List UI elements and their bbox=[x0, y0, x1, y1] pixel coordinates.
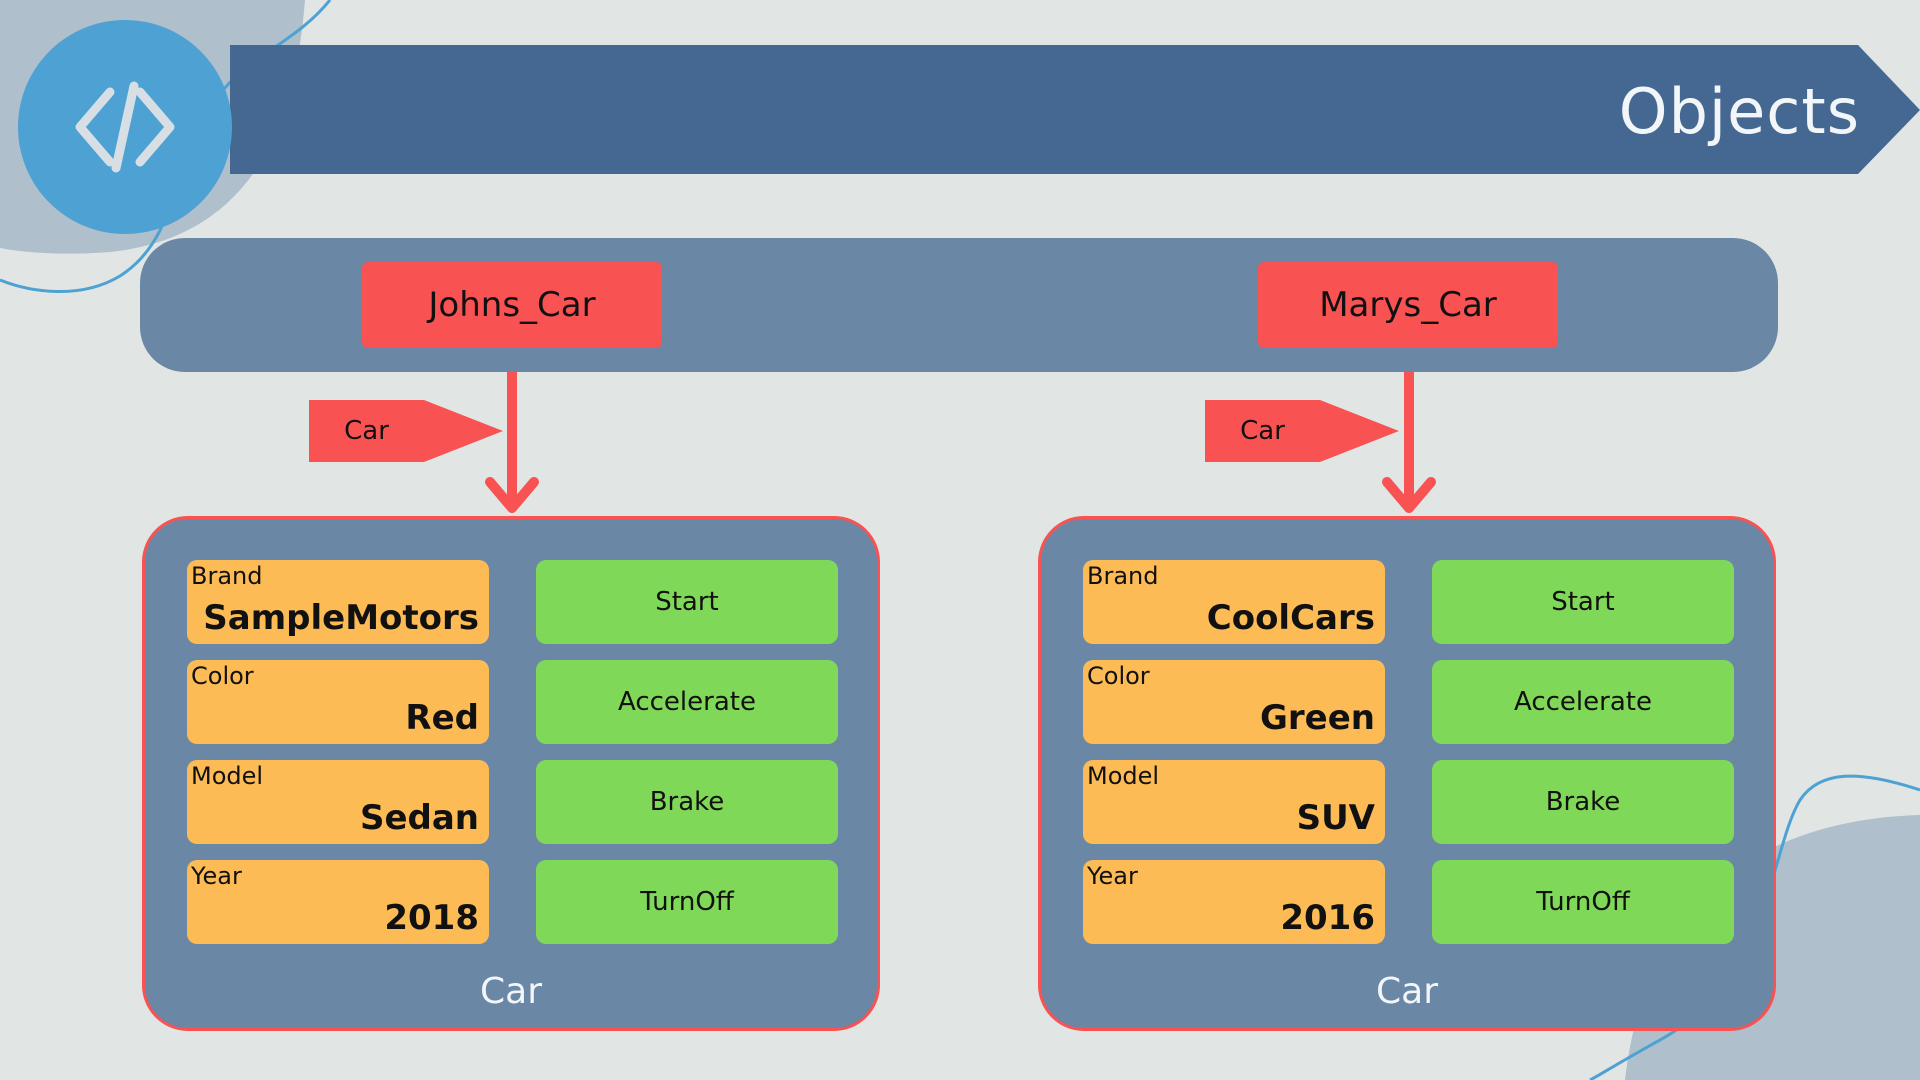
method-accelerate: Accelerate bbox=[536, 660, 838, 744]
class-tag-shape bbox=[1205, 400, 1399, 462]
title-banner bbox=[230, 45, 1920, 174]
class-tag-label: Car bbox=[1240, 416, 1285, 446]
attribute-brand: Brand SampleMotors bbox=[187, 560, 489, 644]
attribute-value: 2016 bbox=[1280, 898, 1375, 938]
attribute-color: Color Green bbox=[1083, 660, 1385, 744]
attribute-name: Brand bbox=[1087, 562, 1159, 590]
class-box: Brand CoolCars Color Green Model SUV Yea… bbox=[1038, 516, 1776, 1031]
method-accelerate: Accelerate bbox=[1432, 660, 1734, 744]
method-brake: Brake bbox=[536, 760, 838, 844]
method-start: Start bbox=[1432, 560, 1734, 644]
attribute-year: Year 2016 bbox=[1083, 860, 1385, 944]
attribute-name: Model bbox=[191, 762, 264, 790]
attribute-name: Year bbox=[191, 862, 242, 890]
attribute-name: Model bbox=[1087, 762, 1160, 790]
object-label-johns-car: Johns_Car bbox=[362, 262, 662, 348]
class-box: Brand SampleMotors Color Red Model Sedan… bbox=[142, 516, 880, 1031]
attribute-color: Color Red bbox=[187, 660, 489, 744]
instance-arrow-head bbox=[485, 477, 539, 513]
attribute-name: Year bbox=[1087, 862, 1138, 890]
attribute-value: Green bbox=[1260, 698, 1375, 738]
attribute-brand: Brand CoolCars bbox=[1083, 560, 1385, 644]
attribute-value: Red bbox=[405, 698, 479, 738]
attribute-name: Color bbox=[1087, 662, 1150, 690]
attribute-value: CoolCars bbox=[1206, 598, 1375, 638]
attribute-value: 2018 bbox=[384, 898, 479, 938]
attribute-name: Color bbox=[191, 662, 254, 690]
method-start: Start bbox=[536, 560, 838, 644]
class-name: Car bbox=[1376, 971, 1438, 1012]
page-title: Objects bbox=[1618, 75, 1860, 148]
attribute-value: SUV bbox=[1296, 798, 1375, 838]
code-icon bbox=[18, 20, 232, 234]
instance-arrow-head bbox=[1382, 477, 1436, 513]
attribute-year: Year 2018 bbox=[187, 860, 489, 944]
method-brake: Brake bbox=[1432, 760, 1734, 844]
class-tag-shape bbox=[309, 400, 503, 462]
attribute-value: Sedan bbox=[359, 798, 479, 838]
attribute-value: SampleMotors bbox=[203, 598, 479, 638]
method-turnoff: TurnOff bbox=[1432, 860, 1734, 944]
class-tag-label: Car bbox=[344, 416, 389, 446]
attribute-model: Model Sedan bbox=[187, 760, 489, 844]
method-turnoff: TurnOff bbox=[536, 860, 838, 944]
object-label-marys-car: Marys_Car bbox=[1258, 262, 1558, 348]
class-name: Car bbox=[480, 971, 542, 1012]
attribute-name: Brand bbox=[191, 562, 263, 590]
attribute-model: Model SUV bbox=[1083, 760, 1385, 844]
